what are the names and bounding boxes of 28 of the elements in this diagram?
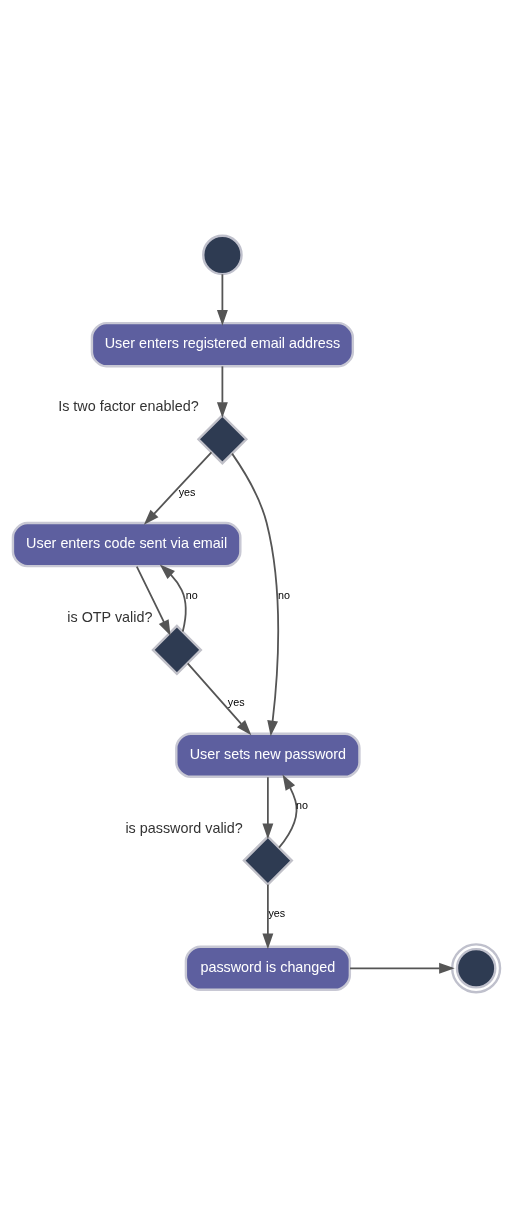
arrow <box>278 774 298 849</box>
node-diamond <box>196 413 249 465</box>
node-box: User sets new password <box>175 732 361 778</box>
node-circle <box>202 234 243 276</box>
arrow <box>262 883 274 950</box>
node-label: is OTP valid? <box>67 608 153 625</box>
node-label: Is two factor enabled? <box>58 398 199 415</box>
edge-label: yes <box>268 907 286 920</box>
arrow <box>262 776 274 840</box>
node-diamond <box>151 624 203 676</box>
arrow <box>159 564 187 633</box>
arrow <box>231 452 280 737</box>
edge-label: yes <box>178 485 196 498</box>
edge-label: no <box>185 588 198 601</box>
arrow <box>135 565 171 636</box>
edge-label: yes <box>227 696 245 709</box>
node-box: User enters code sent via email <box>11 521 242 568</box>
node-label: is password valid? <box>125 819 243 836</box>
edge-label: no <box>278 588 291 601</box>
arrow <box>216 273 228 326</box>
node-circle <box>451 943 502 994</box>
arrow <box>349 962 455 974</box>
arrow <box>216 365 228 418</box>
arrow <box>186 662 252 736</box>
arrow <box>143 451 213 525</box>
node-diamond <box>242 834 294 887</box>
node-box: User enters registered email address <box>90 321 355 368</box>
node-box: password is changed <box>184 945 352 991</box>
